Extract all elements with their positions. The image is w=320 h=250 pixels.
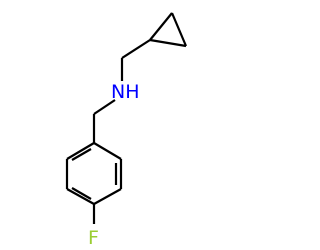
bond-ring-to-ch2 (121, 39, 151, 59)
bond-ar-1 (93, 142, 122, 160)
nitrogen-atom-label: NH (111, 81, 140, 103)
bond-ring-2 (170, 12, 188, 47)
bond-ar-double-3 (71, 148, 92, 161)
fluorine-atom-label: F (88, 227, 99, 249)
alkyl-chain (92, 39, 151, 143)
bond-ring-1 (149, 12, 173, 41)
bond-ar-double-2 (71, 187, 92, 200)
bond-ar-6 (66, 142, 95, 160)
cyclopropyl-ring (149, 12, 188, 48)
bond-ar-3 (93, 188, 122, 205)
benzene-ring (65, 142, 123, 205)
bond-n-to-benzyl-ch2 (93, 99, 116, 115)
bond-ring-3 (149, 38, 187, 48)
molecule-structure: NH F (65, 12, 188, 249)
bond-ar-4 (66, 188, 95, 205)
